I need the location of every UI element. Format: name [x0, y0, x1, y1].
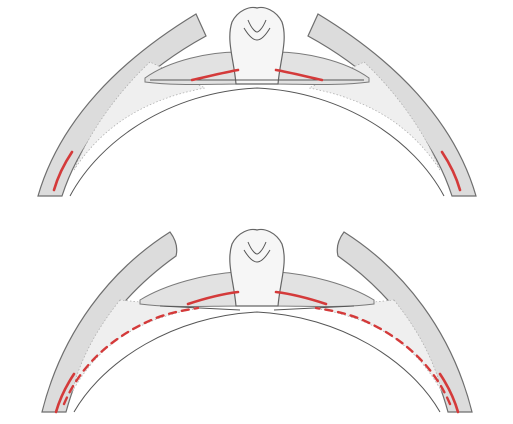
- lower-left-inner-lobe: [140, 272, 240, 307]
- lower-central-crest: [230, 230, 284, 306]
- lower-right-inner-lobe: [274, 272, 374, 307]
- upper-central-crest: [230, 8, 284, 84]
- upper-panel: [38, 8, 476, 196]
- lower-panel: [42, 230, 472, 412]
